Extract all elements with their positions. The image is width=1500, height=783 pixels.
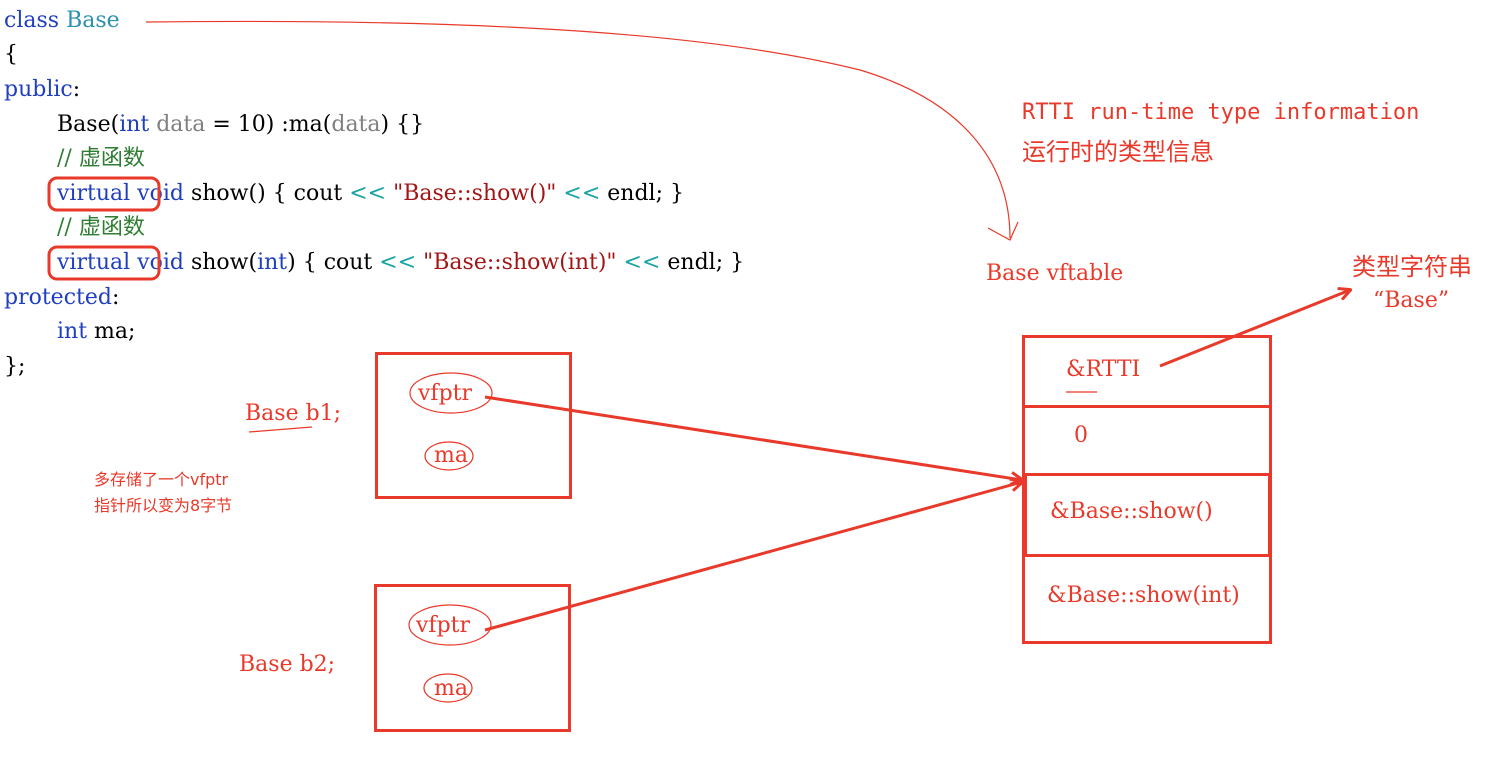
operator: << [563, 181, 601, 206]
operator: << [379, 250, 417, 275]
code-line-constructor: Base(int data = 10) :ma(data) {} [57, 108, 424, 142]
class-to-vftable-arrowhead [987, 221, 1019, 241]
b2-ma-circle [423, 673, 473, 703]
vftable-row-divider-1 [1022, 405, 1272, 475]
object-b2-label: Base b2; [239, 652, 336, 677]
rtti-to-type-string-arrow [1159, 290, 1350, 368]
object-b1-label: Base b1; [245, 401, 342, 426]
vftable-row-rtti: &RTTI [1066, 357, 1141, 382]
string-literal: "Base::show(int)" [416, 250, 624, 275]
ctor-mid: = 10) :ma( [205, 112, 332, 137]
code-line-virtual-show: virtual void show() { cout << "Base::sho… [57, 177, 684, 211]
rtti-english-label: RTTI run-time type information [1022, 100, 1420, 125]
vftable-row-show-int: &Base::show(int) [1047, 583, 1240, 608]
object-b2-ma: ma [434, 676, 468, 701]
code-line-member: int ma; [57, 315, 135, 349]
object-b1-box [375, 352, 572, 499]
code-comment-virtual-1: // 虚函数 [57, 146, 145, 171]
brace: { [4, 42, 18, 67]
type-string-value: “Base” [1373, 288, 1450, 313]
operator: << [349, 181, 387, 206]
object-b1-vfptr: vfptr [418, 381, 473, 406]
size-note-line-2: 指针所以变为8字节 [94, 496, 233, 515]
code-line-virtual-show-int: virtual void show(int) { cout << "Base::… [57, 246, 744, 280]
fn-sig: ) { cout [287, 250, 380, 275]
code-line-public: public: [4, 73, 80, 107]
type-string-label: 类型字符串 [1352, 253, 1472, 281]
keyword: class [4, 8, 60, 33]
type: int [119, 112, 150, 137]
size-note-line-1: 多存储了一个vfptr [94, 470, 229, 489]
virtual-keyword: virtual [57, 250, 131, 275]
vftable-row-highlight [1024, 473, 1271, 557]
ctor-post: ) {} [380, 112, 425, 137]
b2-vfptr-arrow [484, 482, 1022, 632]
code-line-class-decl: class Base [4, 4, 120, 38]
colon: : [72, 77, 81, 102]
object-b1-ma: ma [434, 443, 468, 468]
virtual-highlight-1 [47, 176, 161, 212]
arg: data [331, 112, 381, 137]
virtual-keyword: virtual [57, 181, 131, 206]
rtti-chinese-label: 运行时的类型信息 [1022, 138, 1214, 166]
code-line-open-brace: { [4, 38, 18, 72]
vftable-row-show: &Base::show() [1050, 499, 1213, 524]
type: int [57, 319, 88, 344]
code-line-protected: protected: [4, 281, 119, 315]
keyword: protected [4, 285, 112, 310]
b2-vfptr-circle [408, 604, 492, 646]
operator: << [623, 250, 661, 275]
ctor-name: Base( [57, 112, 120, 137]
object-b2-vfptr: vfptr [416, 613, 471, 638]
code-line-close-brace: }; [4, 350, 25, 384]
b1-underline [248, 426, 313, 433]
brace: }; [4, 354, 26, 379]
keyword: public [4, 77, 73, 102]
fn-sig: show( [183, 250, 258, 275]
object-b2-box [374, 584, 571, 732]
fn-end: endl; } [600, 181, 684, 206]
virtual-highlight-2 [47, 245, 161, 281]
class-name: Base [66, 8, 120, 33]
type: void [130, 181, 184, 206]
vftable-title: Base vftable [986, 261, 1124, 286]
colon: : [111, 285, 120, 310]
type: void [130, 250, 184, 275]
param: data [149, 112, 206, 137]
code-comment-virtual-2: // 虚函数 [57, 215, 145, 240]
class-to-vftable-curve [145, 20, 1011, 239]
fn-end: endl; } [660, 250, 745, 275]
fn-sig: show() { cout [183, 181, 350, 206]
b1-vfptr-circle [409, 372, 493, 414]
type: int [257, 250, 288, 275]
string-literal: "Base::show()" [386, 181, 564, 206]
b1-vfptr-arrow [484, 395, 1022, 480]
member-name: ma; [87, 319, 136, 344]
vftable-row-offset: 0 [1074, 423, 1088, 448]
b1-ma-circle [424, 441, 474, 471]
